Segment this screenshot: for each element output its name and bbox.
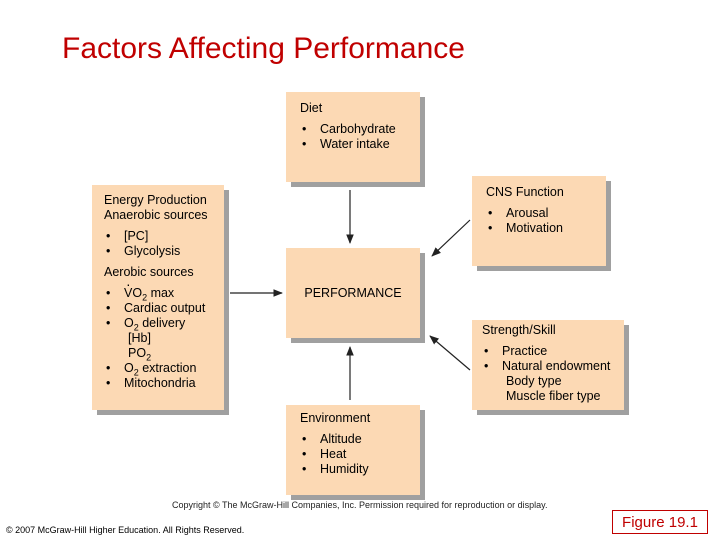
environment-list: Altitude Heat Humidity <box>300 432 420 477</box>
environment-item: Altitude <box>300 432 420 447</box>
o2e-o: O <box>124 361 134 375</box>
energy-production-box: Energy Production Anaerobic sources [PC]… <box>92 185 224 410</box>
vo2-v: V <box>124 277 132 301</box>
aerobic-item-cardiac: Cardiac output <box>104 301 224 316</box>
o2e-sub: 2 <box>133 367 139 378</box>
copyright-notice: Copyright © The McGraw-Hill Companies, I… <box>172 500 548 510</box>
vo2-sub: 2 <box>142 292 148 303</box>
strength-heading: Strength/Skill <box>482 323 556 337</box>
diet-heading: Diet <box>300 101 323 115</box>
cns-function-box: CNS Function Arousal Motivation <box>472 176 606 266</box>
performance-box: PERFORMANCE <box>286 248 420 338</box>
strength-item: Natural endowment <box>482 359 624 374</box>
footer-text: © 2007 McGraw-Hill Higher Education. All… <box>6 525 245 535</box>
cns-heading: CNS Function <box>486 185 564 199</box>
figure-label: Figure 19.1 <box>612 510 708 534</box>
aerobic-item-o2-extraction: O2 extraction <box>104 361 224 378</box>
aerobic-subitem-hb: [Hb] <box>128 331 151 345</box>
aerobic-item-vo2max: VO2 max <box>104 277 224 303</box>
performance-label: PERFORMANCE <box>304 285 402 300</box>
o2e-suffix: extraction <box>138 361 197 375</box>
arrow-strength-to-performance <box>429 335 471 371</box>
aerobic-subitem-po2: PO2 <box>104 346 224 363</box>
cns-item: Motivation <box>486 221 606 236</box>
strength-list: Practice Natural endowment Body type Mus… <box>482 344 624 404</box>
strength-skill-box: Strength/Skill Practice Natural endowmen… <box>472 320 624 410</box>
po2-sub: 2 <box>146 352 152 363</box>
cns-item: Arousal <box>486 206 606 221</box>
o2d-suffix: delivery <box>138 316 186 330</box>
arrow-cns-to-performance <box>431 219 471 257</box>
strength-item: Practice <box>482 344 624 359</box>
page-title: Factors Affecting Performance <box>62 32 465 65</box>
environment-item: Heat <box>300 447 420 462</box>
diet-box: Diet Carbohydrate Water intake <box>286 92 420 182</box>
vo2-suffix: max <box>147 286 175 300</box>
energy-heading: Energy Production <box>104 193 207 207</box>
aerobic-item-mitochondria: Mitochondria <box>104 376 224 391</box>
environment-item: Humidity <box>300 462 420 477</box>
environment-heading: Environment <box>300 411 371 425</box>
anaerobic-heading: Anaerobic sources <box>104 208 208 222</box>
diet-item: Water intake <box>300 137 420 152</box>
o2d-sub: 2 <box>133 322 139 333</box>
aerobic-heading: Aerobic sources <box>104 265 194 279</box>
aerobic-list: VO2 max Cardiac output O2 delivery [Hb] … <box>104 277 224 391</box>
environment-box: Environment Altitude Heat Humidity <box>286 405 420 495</box>
anaerobic-item: [PC] <box>104 229 224 244</box>
o2d-o: O <box>124 316 134 330</box>
diet-list: Carbohydrate Water intake <box>300 122 420 152</box>
anaerobic-item: Glycolysis <box>104 244 224 259</box>
vo2-o: O <box>132 286 143 300</box>
cns-list: Arousal Motivation <box>486 206 606 236</box>
strength-subitem: Muscle fiber type <box>506 389 601 403</box>
strength-subitem: Body type <box>506 374 562 388</box>
po2-po: PO <box>128 346 147 360</box>
diet-item: Carbohydrate <box>300 122 420 137</box>
aerobic-item-o2-delivery: O2 delivery <box>104 316 224 333</box>
anaerobic-list: [PC] Glycolysis <box>104 229 224 259</box>
